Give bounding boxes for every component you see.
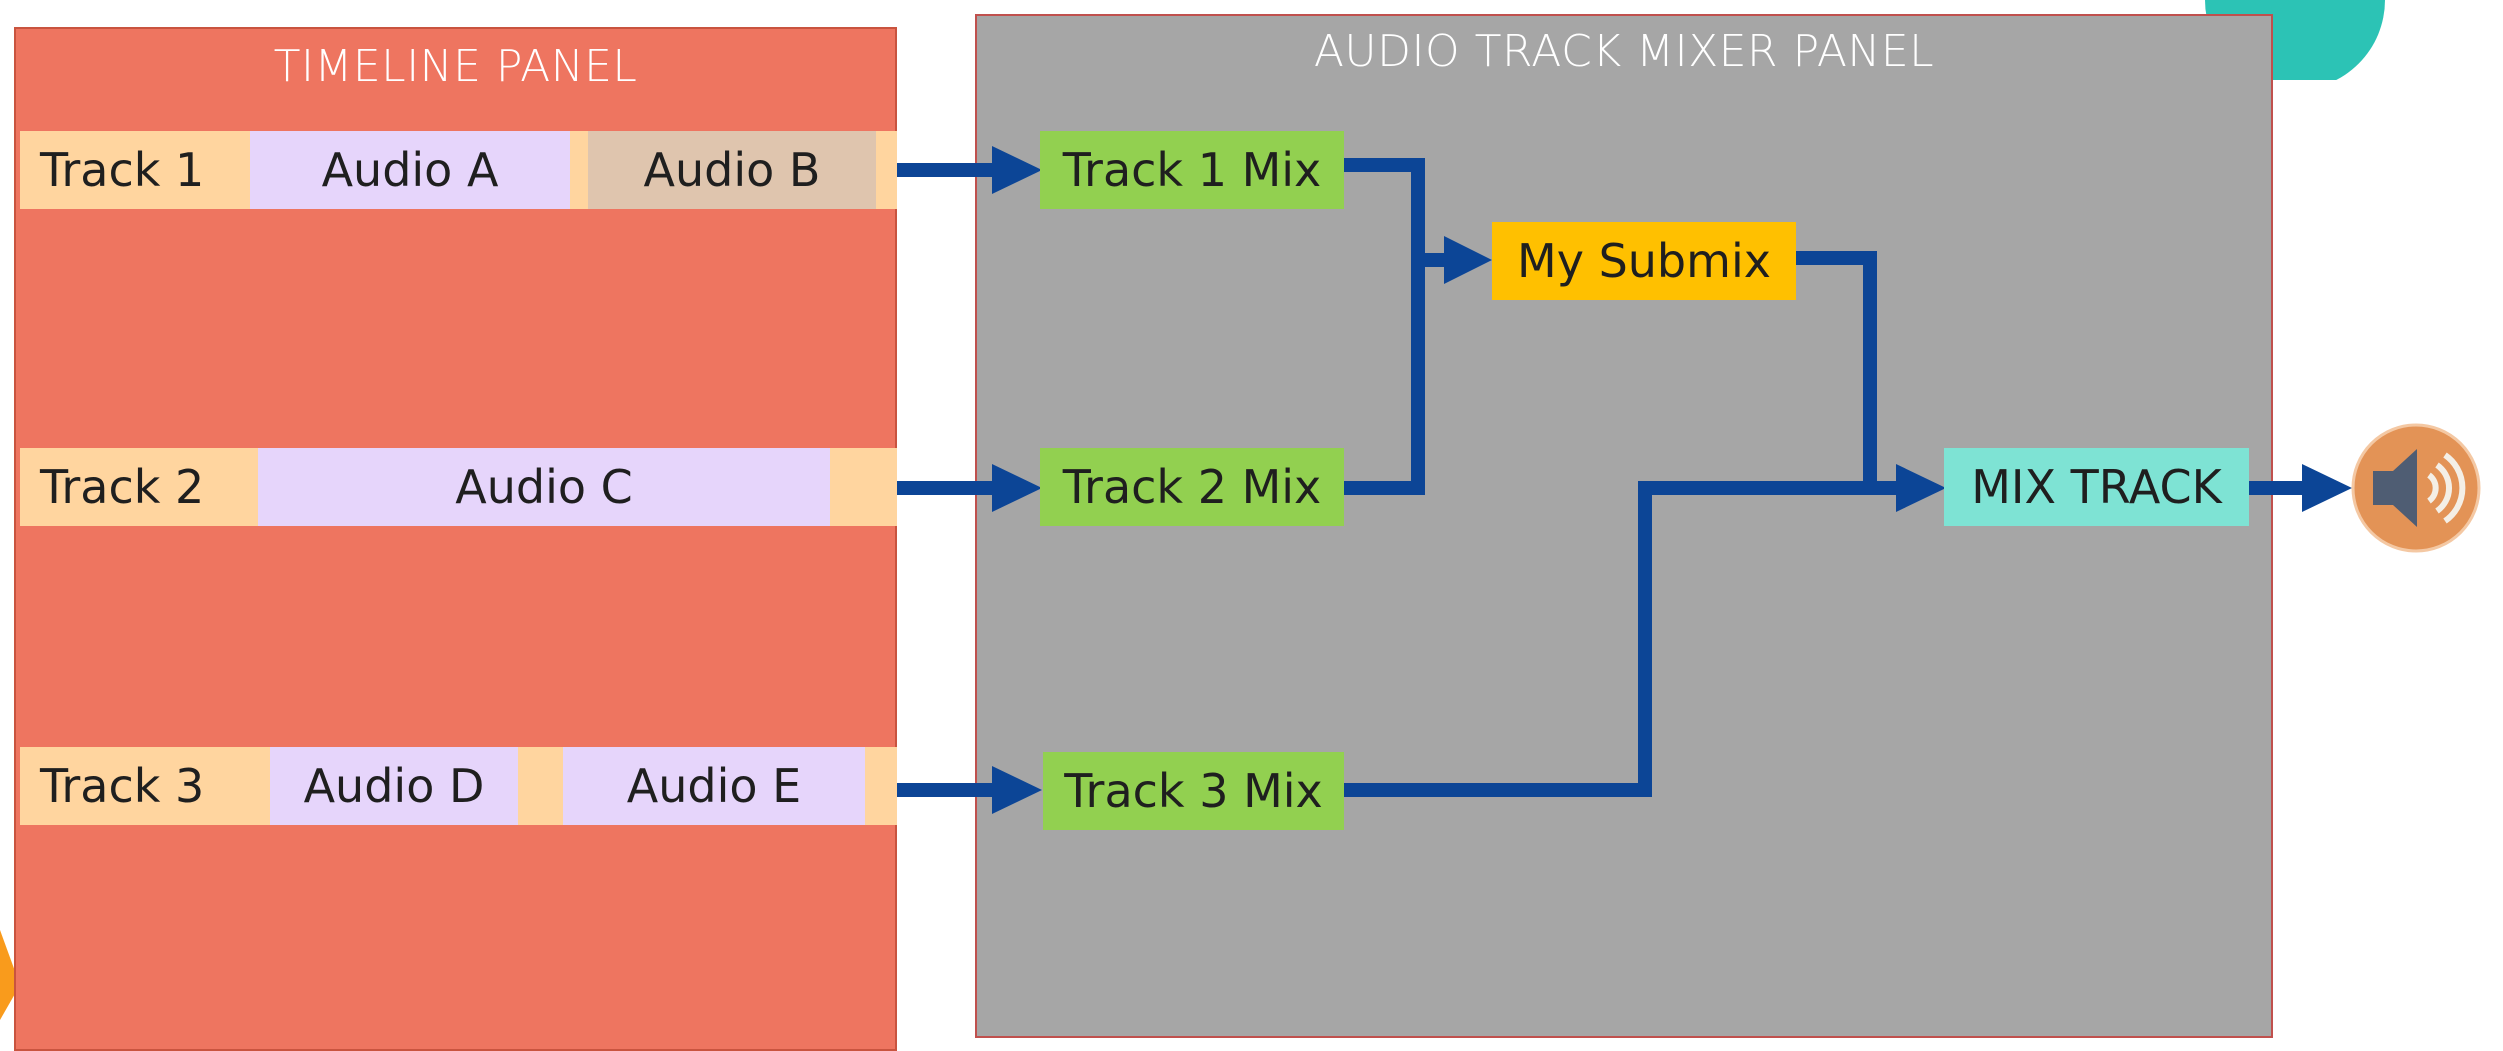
audio-track-mixer-panel: AUDIO TRACK MIXER PANEL xyxy=(975,14,2273,1038)
track-1-mix-node[interactable]: Track 1 Mix xyxy=(1040,131,1344,209)
speaker-icon xyxy=(2351,423,2481,553)
speaker-output[interactable] xyxy=(2351,423,2481,553)
track-gap xyxy=(570,131,588,209)
track-gap xyxy=(865,747,897,825)
timeline-panel-title: TIMELINE PANEL xyxy=(273,41,638,92)
track-gap xyxy=(830,448,897,526)
track-3-mix-node[interactable]: Track 3 Mix xyxy=(1043,752,1344,830)
track-gap xyxy=(876,131,897,209)
track-2-mix-node[interactable]: Track 2 Mix xyxy=(1040,448,1344,526)
timeline-track-3[interactable]: Track 3 Audio D Audio E xyxy=(20,747,897,825)
timeline-track-2[interactable]: Track 2 Audio C xyxy=(20,448,897,526)
track-gap xyxy=(518,747,563,825)
audio-clip[interactable]: Audio E xyxy=(563,747,865,825)
track-label: Track 3 xyxy=(20,747,270,825)
audio-clip[interactable]: Audio D xyxy=(270,747,518,825)
timeline-track-1[interactable]: Track 1 Audio A Audio B xyxy=(20,131,897,209)
mixer-panel-title: AUDIO TRACK MIXER PANEL xyxy=(1313,26,1935,77)
track-label: Track 1 xyxy=(20,131,250,209)
audio-clip[interactable]: Audio C xyxy=(258,448,830,526)
audio-clip[interactable]: Audio B xyxy=(588,131,876,209)
mix-track-node[interactable]: MIX TRACK xyxy=(1944,448,2249,526)
track-label: Track 2 xyxy=(20,448,258,526)
audio-clip[interactable]: Audio A xyxy=(250,131,570,209)
submix-node[interactable]: My Submix xyxy=(1492,222,1796,300)
orange-decor-shape xyxy=(0,930,20,1020)
